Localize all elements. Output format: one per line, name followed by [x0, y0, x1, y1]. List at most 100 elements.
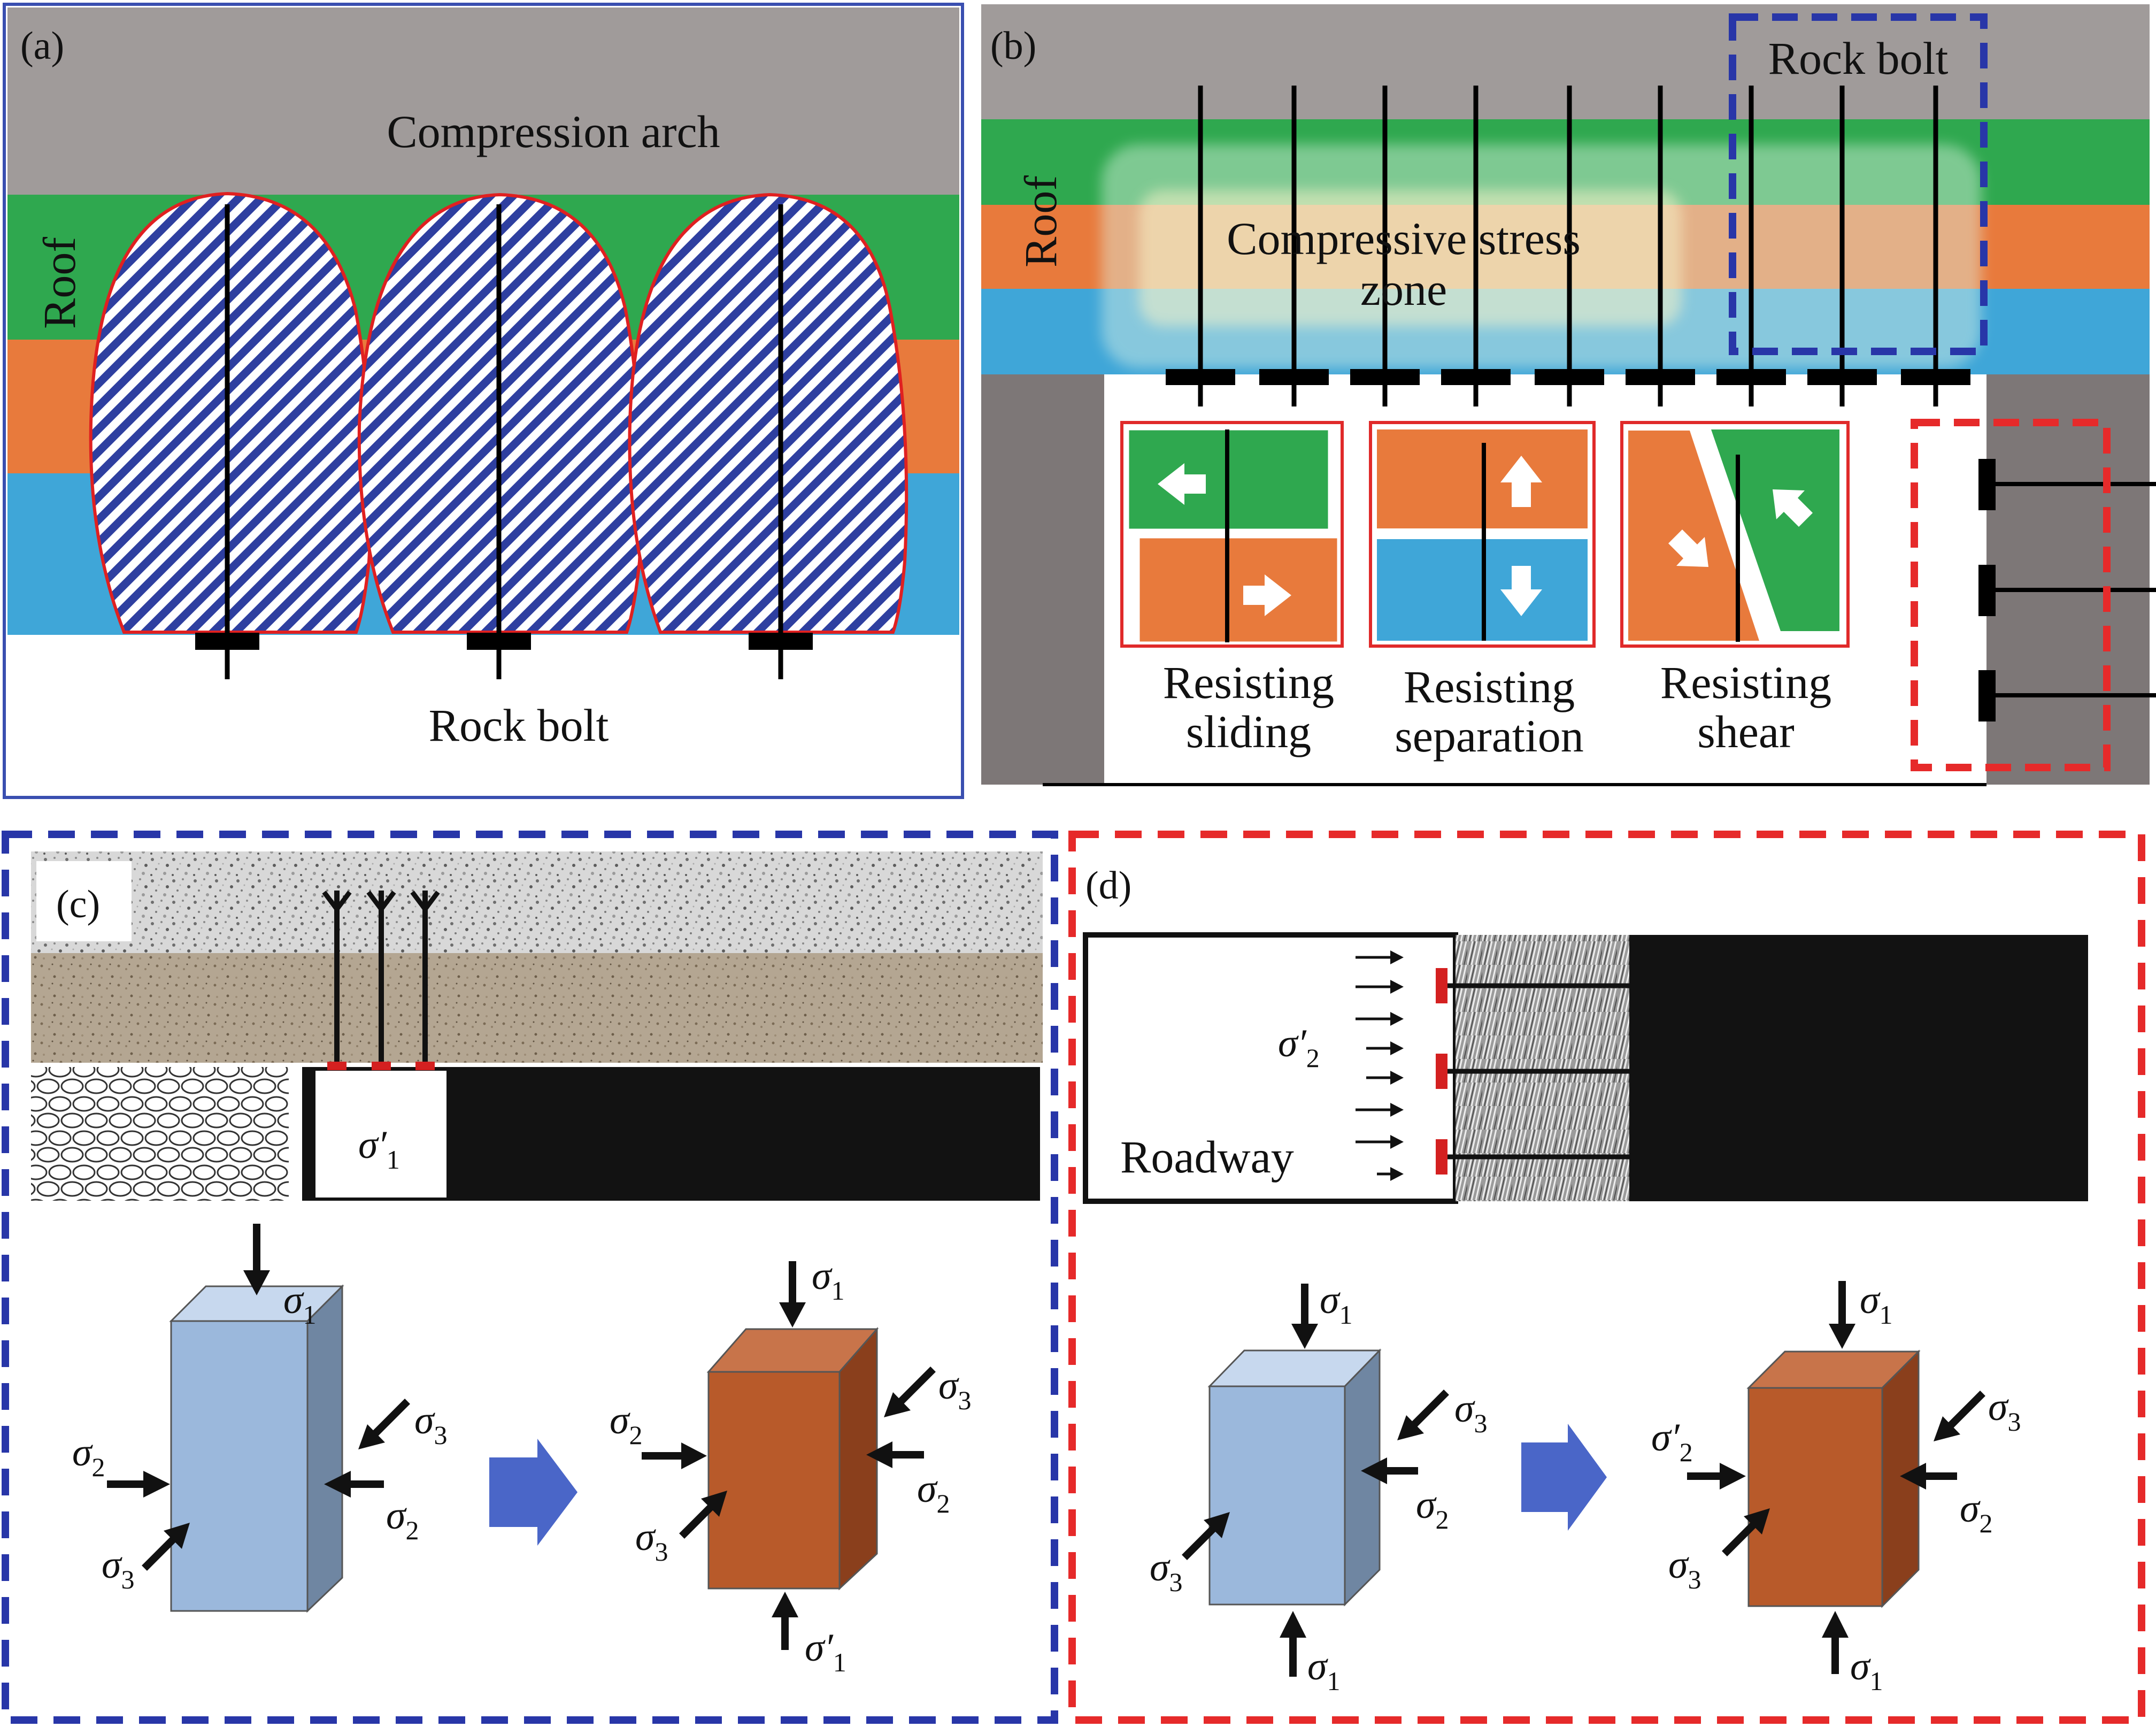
rock-bolt-label-a: Rock bolt [429, 700, 609, 751]
arrow-down-right-icon [1668, 529, 1708, 567]
mechanism-sliding-label-2: sliding [1186, 706, 1311, 757]
roof-label-a: Roof [34, 237, 85, 329]
rib-bolt-d3 [1436, 1139, 1631, 1175]
rib-bolt-b2 [1978, 565, 2156, 616]
panel-c-tag: (c) [56, 882, 100, 926]
inset-sigma-d: σ′2 [1278, 1022, 1320, 1073]
mechanism-shear-label-1: Resisting [1660, 657, 1831, 708]
stress-arrows-original-c [107, 1224, 410, 1571]
gob-pebbles [31, 1067, 289, 1201]
rib-bolt-d2 [1436, 1054, 1631, 1089]
confining-pressure-arrows-d [1356, 950, 1404, 1181]
arrow-right-icon [1243, 574, 1291, 616]
roadway-opening-c [315, 1071, 446, 1198]
roof-bolt-b5 [1535, 86, 1604, 406]
roof-label-b: Roof [1015, 175, 1066, 267]
reinforced-rib-d [1456, 935, 1629, 1201]
gray-top-band [981, 4, 2150, 119]
stress-cube-reinforced-c [706, 1327, 879, 1591]
rib-bolt-highlight-box [1911, 419, 2111, 771]
transition-arrow-icon-d [1521, 1424, 1607, 1531]
arrow-up-left-icon [1773, 489, 1813, 527]
middle-rock-stratum [31, 953, 1043, 1063]
sigma1-label-c1: σ1 [283, 1278, 317, 1330]
stress-cube-reinforced-d [1746, 1349, 1921, 1608]
mechanism-shear-label-2: shear [1697, 706, 1794, 757]
roof-bolt-b4 [1441, 86, 1511, 406]
rock-bolt-a1 [195, 204, 259, 679]
roof-bolt-b6 [1626, 86, 1695, 406]
rib-bolts-d [1436, 968, 1631, 1175]
rock-bolt-a2 [467, 204, 531, 679]
stress-arrows-reinforced-d [1687, 1281, 1985, 1674]
sigma3-right-label-d1: σ3 [1454, 1387, 1488, 1438]
compressive-zone-label-2: zone [1360, 264, 1447, 315]
roadway-label: Roadway [1120, 1131, 1294, 1183]
roof-bolts-c [322, 891, 440, 1070]
panel-d: (d) σ′2 Roadway σ1 σ3 σ2 σ3 σ1 [1068, 831, 2145, 1724]
left-rib-b [981, 374, 1104, 785]
stress-cube-original-d [1207, 1348, 1382, 1607]
rock-bolt-label-b: Rock bolt [1768, 33, 1949, 84]
rib-bolt-d1 [1436, 968, 1631, 1003]
roof-bolt-b3 [1350, 86, 1420, 406]
roof-bolt-b2 [1259, 86, 1329, 406]
upper-rock-stratum [31, 851, 1043, 953]
compression-arch-label: Compression arch [387, 106, 720, 157]
sigma2-prime-left-label-d2: σ′2 [1651, 1416, 1693, 1467]
sigma3-right-label-c2: σ3 [938, 1364, 972, 1415]
coal-seam-d [1629, 935, 2088, 1201]
mechanism-separation-label-1: Resisting [1404, 661, 1575, 712]
mechanism-shear [1620, 421, 1850, 648]
mechanism-sliding-label-1: Resisting [1163, 657, 1334, 708]
panel-c: (c) σ′1 σ1 σ2 σ3 σ2 σ3 [2, 831, 1058, 1724]
compressive-zone-label-1: Compressive stress [1227, 213, 1581, 264]
mechanism-sliding [1120, 421, 1344, 648]
hatched-arch-zone-3 [628, 193, 908, 634]
panel-c-tag-box [36, 861, 132, 941]
panel-a-border [3, 3, 964, 799]
panel-c-border [2, 831, 1058, 1724]
roof-bolt-c1 [322, 891, 352, 1070]
rib-bolts-b [1978, 459, 2156, 721]
stress-arrows-original-d [1182, 1284, 1449, 1677]
roof-bolt-c2 [366, 891, 396, 1070]
sigma1-label-d2: σ1 [1860, 1278, 1893, 1330]
sigma3-right-label-d2: σ3 [1988, 1385, 2021, 1437]
inset-sigma-c: σ′1 [358, 1123, 400, 1175]
compressive-zone-inner [1139, 190, 1682, 326]
panel-a-tag: (a) [20, 24, 64, 68]
sigma1-label-d1: σ1 [1320, 1278, 1353, 1330]
roof-bolt-c3 [410, 891, 440, 1070]
sigma2-left-label-c2: σ2 [610, 1399, 643, 1450]
arrow-down-icon [1500, 566, 1542, 616]
compression-arch-band [7, 7, 959, 195]
rib-bolt-b1 [1978, 459, 2156, 510]
sigma2-right-label-c1: σ2 [386, 1494, 419, 1545]
sigma3-left-label-c2: σ3 [635, 1515, 668, 1567]
mechanism-separation [1369, 421, 1596, 648]
mechanism-separation-label-2: separation [1395, 710, 1583, 762]
sigma1-bottom-label-d1: σ1 [1307, 1645, 1341, 1696]
panel-b: (b) Rock bolt Roof Compressive stress zo… [981, 4, 2156, 786]
right-rib-b [1986, 374, 2150, 785]
sigma2-left-label-c1: σ2 [72, 1431, 105, 1482]
panel-a: (a) Compression arch Roof Rock bolt [3, 3, 964, 799]
sigma3-left-label-d1: σ3 [1150, 1546, 1183, 1597]
stress-arrows-reinforced-c [642, 1261, 936, 1650]
rock-bolt-highlight-box [1729, 13, 1988, 355]
arrow-left-icon [1158, 463, 1206, 505]
transition-arrow-icon-c [489, 1439, 578, 1546]
rock-bolt-a3 [749, 204, 813, 679]
roof-bolts-b [1166, 86, 1970, 406]
roof-bolt-b1 [1166, 86, 1235, 406]
panel-b-tag: (b) [990, 24, 1036, 68]
stress-cube-original-c [169, 1284, 344, 1613]
sigma1-bottom-label-d2: σ1 [1850, 1645, 1883, 1696]
panel-d-border [1068, 831, 2145, 1724]
hatched-arch-zone-1 [89, 191, 373, 634]
rib-bolt-b3 [1978, 670, 2156, 721]
sigma2-right-label-c2: σ2 [917, 1467, 950, 1518]
roof-bolt-b7 [1716, 86, 1786, 406]
